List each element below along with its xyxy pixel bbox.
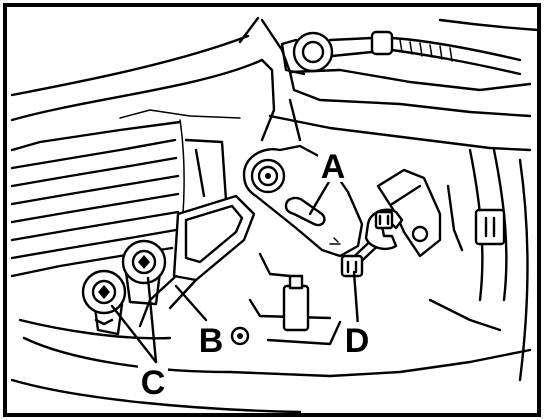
leader-b bbox=[174, 284, 208, 322]
leader-c-right bbox=[146, 276, 158, 364]
top-hose-fitting bbox=[280, 18, 540, 76]
leader-lines bbox=[110, 178, 360, 364]
leader-a bbox=[308, 178, 332, 216]
leader-c-left bbox=[110, 304, 158, 364]
label-b: B bbox=[199, 322, 224, 360]
lever-slot bbox=[284, 196, 326, 227]
bolt-c-left bbox=[81, 269, 127, 336]
label-a: A bbox=[321, 148, 346, 186]
sensor-block bbox=[282, 284, 310, 332]
wrench-d bbox=[340, 208, 404, 278]
bolt-c-right bbox=[121, 239, 167, 306]
label-c: C bbox=[141, 364, 166, 402]
right-linkage bbox=[446, 148, 529, 382]
label-d: D bbox=[345, 322, 370, 360]
leader-d bbox=[352, 270, 360, 328]
lower-crankcase bbox=[10, 252, 532, 414]
cylinder-fins bbox=[10, 109, 241, 278]
